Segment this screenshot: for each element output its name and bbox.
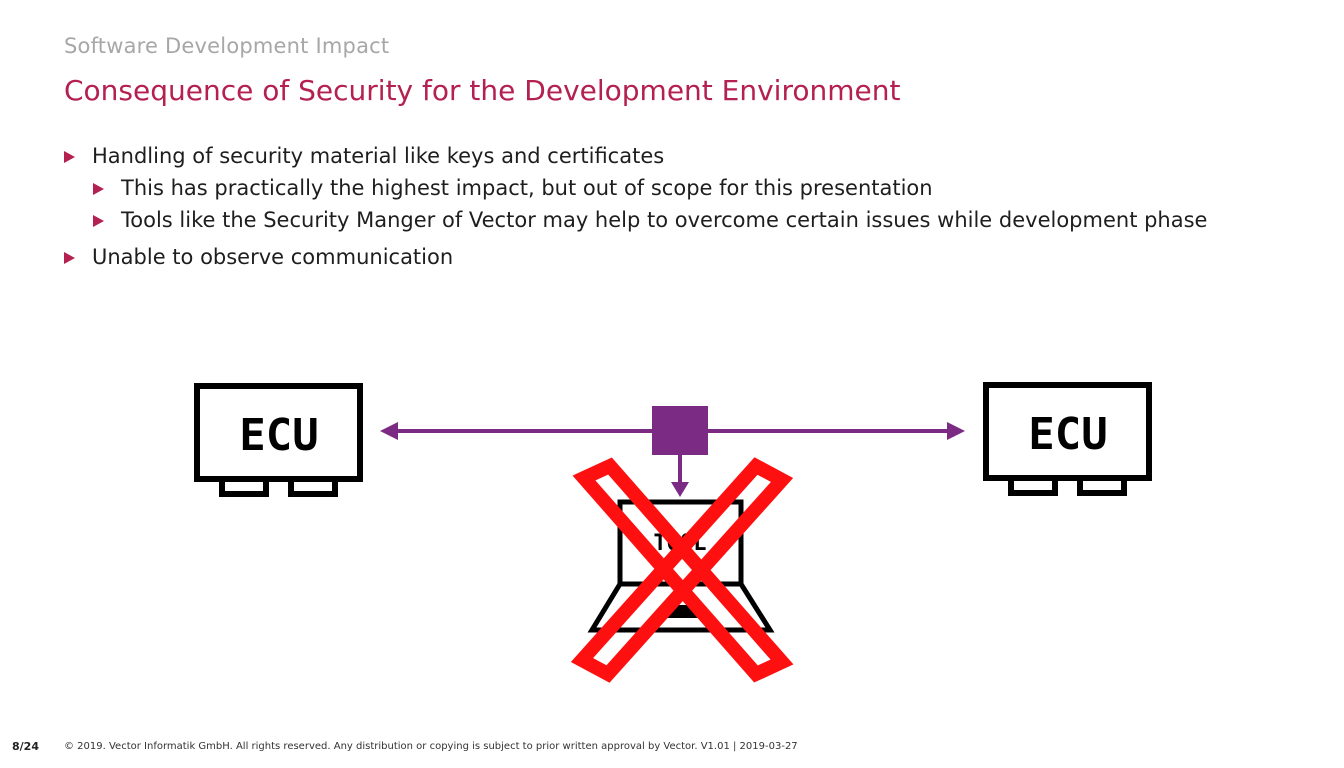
page-number: 8/24 xyxy=(12,740,39,753)
tap-node xyxy=(652,406,708,455)
blocked-cross-icon xyxy=(570,457,794,683)
bullet-triangle-icon xyxy=(93,183,104,195)
left-ecu-label: ECU xyxy=(239,410,318,461)
communication-diagram: ECU ECU TOOL xyxy=(194,382,1152,683)
bullet-text: Handling of security material like keys … xyxy=(92,144,665,168)
arrow-left-icon xyxy=(380,422,398,440)
bullet-text: Unable to observe communication xyxy=(92,245,454,269)
arrow-down-icon xyxy=(671,482,689,497)
footer: 8/24 © 2019. Vector Informatik GmbH. All… xyxy=(0,738,1344,756)
section-kicker: Software Development Impact xyxy=(64,34,390,58)
right-ecu-label: ECU xyxy=(1028,409,1107,460)
slide-title: Consequence of Security for the Developm… xyxy=(64,74,901,107)
bullet-item: Unable to observe communication xyxy=(64,243,1264,271)
left-ecu-icon: ECU xyxy=(194,383,363,497)
bullet-triangle-icon xyxy=(64,151,75,163)
bullet-list: Handling of security material like keys … xyxy=(64,142,1264,275)
copyright-text: © 2019. Vector Informatik GmbH. All righ… xyxy=(64,741,798,752)
arrow-right-icon xyxy=(947,422,965,440)
bullet-triangle-icon xyxy=(64,252,75,264)
bullet-item: Tools like the Security Manger of Vector… xyxy=(93,206,1264,234)
bullet-item: This has practically the highest impact,… xyxy=(93,174,1264,202)
bullet-item: Handling of security material like keys … xyxy=(64,142,1264,170)
bullet-text: This has practically the highest impact,… xyxy=(121,176,933,200)
bullet-triangle-icon xyxy=(93,215,104,227)
right-ecu-icon: ECU xyxy=(983,382,1152,496)
bullet-text: Tools like the Security Manger of Vector… xyxy=(121,208,1208,232)
